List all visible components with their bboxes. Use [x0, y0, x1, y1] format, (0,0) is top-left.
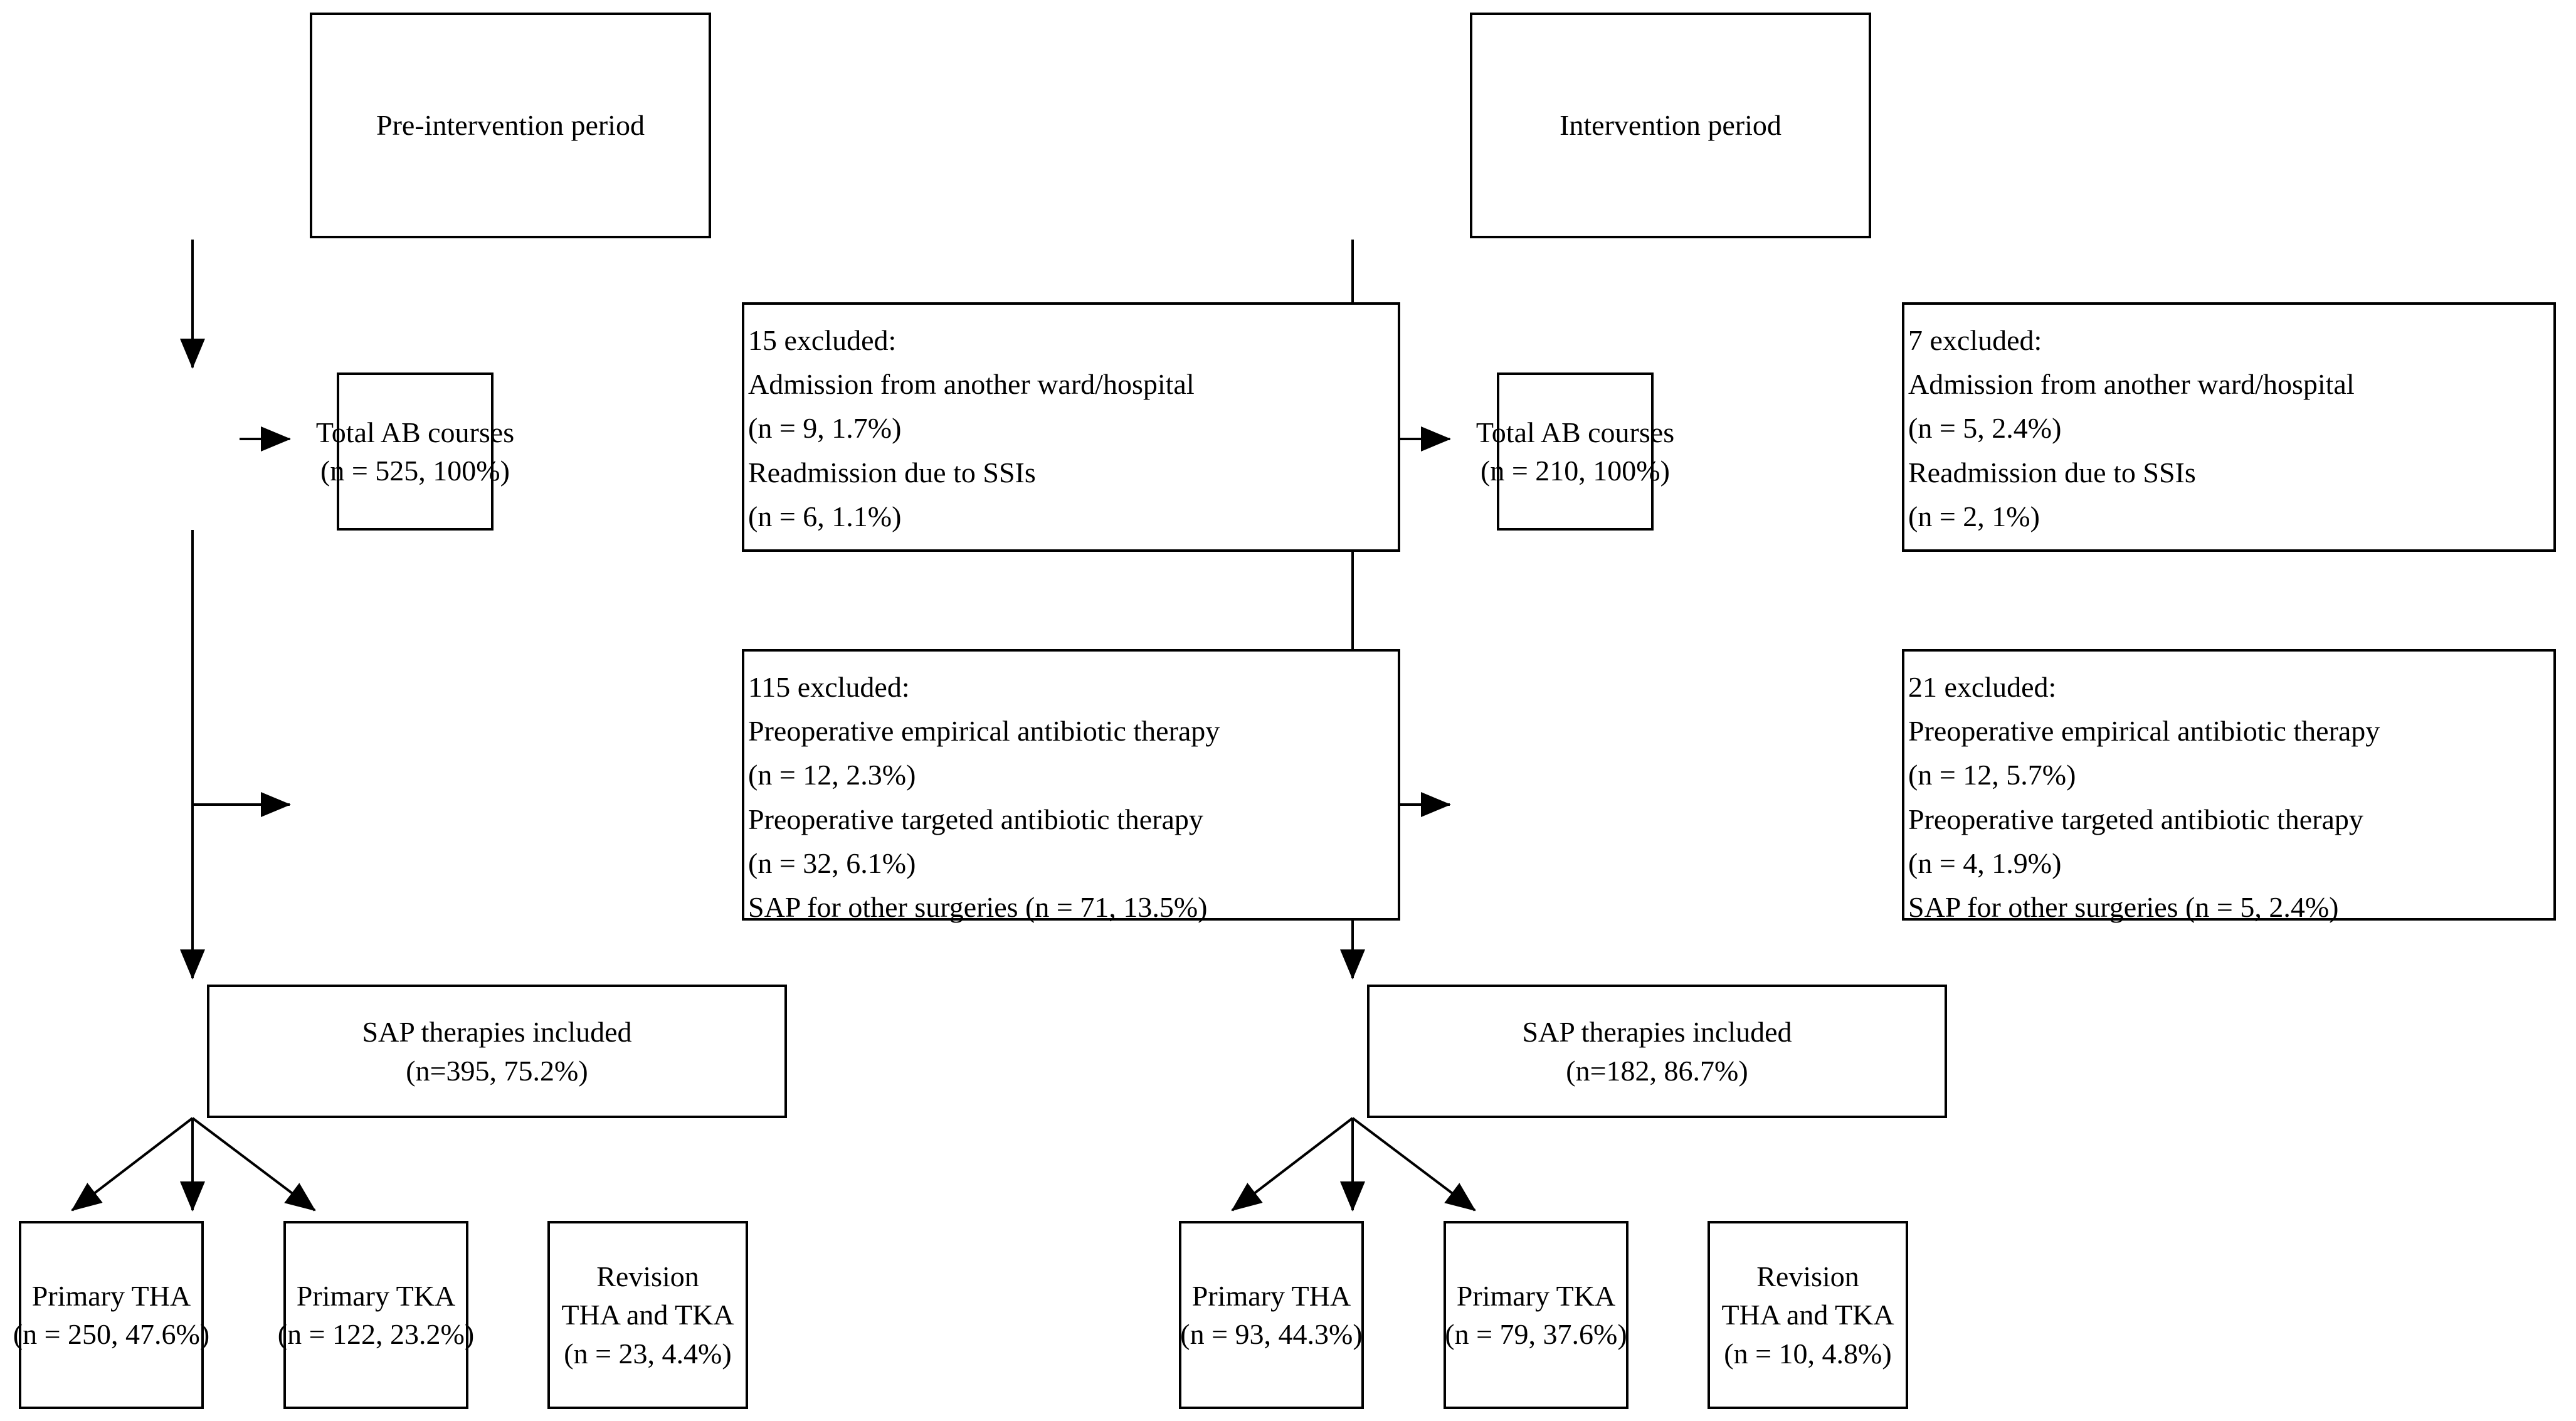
node-pre-total-ab-courses[interactable]: Total AB courses (n = 525, 100%)	[316, 372, 514, 531]
node-pre-sap-included[interactable]: SAP therapies included (n=395, 75.2%)	[207, 985, 787, 1118]
node-label-line: Pre-intervention period	[376, 109, 645, 142]
outcome-label: Primary TKA	[1456, 1279, 1616, 1312]
node-value-line: (n=395, 75.2%)	[406, 1054, 588, 1087]
outcome-label: Primary THA	[31, 1279, 191, 1312]
node-intervention-period[interactable]: Intervention period	[1470, 13, 1871, 238]
exclusion-count-1: (n = 12, 5.7%)	[1908, 759, 2076, 791]
exclusion-count-2: (n = 32, 6.1%)	[748, 847, 916, 879]
exclusion-count-1: (n = 12, 2.3%)	[748, 759, 916, 791]
exclusion-reason-1: Admission from another ward/hospital	[1908, 368, 2355, 401]
exclusion-header: 21 excluded:	[1908, 671, 2057, 703]
node-label-line: Total AB courses	[315, 416, 515, 448]
connector-int-included-to-tha	[1231, 1117, 1354, 1212]
node-pre-intervention-period[interactable]: Pre-intervention period	[310, 13, 711, 238]
exclusion-count-2: (n = 2, 1%)	[1908, 500, 2040, 532]
node-int-total-ab-courses[interactable]: Total AB courses (n = 210, 100%)	[1476, 372, 1674, 531]
outcome-label-2: THA and TKA	[1721, 1299, 1894, 1331]
exclusion-reason-2: Preoperative targeted antibiotic therapy	[1908, 803, 2363, 835]
node-label-line: Intervention period	[1560, 109, 1782, 142]
outcome-value: (n = 93, 44.3%)	[1180, 1318, 1363, 1350]
node-int-outcome-revision[interactable]: Revision THA and TKA (n = 10, 4.8%)	[1708, 1221, 1908, 1409]
outcome-label: Primary TKA	[296, 1279, 456, 1312]
node-pre-outcome-revision[interactable]: Revision THA and TKA (n = 23, 4.4%)	[547, 1221, 748, 1409]
outcome-value: (n = 79, 37.6%)	[1445, 1318, 1627, 1350]
exclusion-reason-1: Preoperative empirical antibiotic therap…	[748, 715, 1220, 747]
outcome-label-1: Revision	[1756, 1260, 1859, 1293]
connector-int-included-to-revision	[1351, 1117, 1476, 1212]
node-value-line: (n = 525, 100%)	[320, 455, 510, 487]
outcome-value: (n = 23, 4.4%)	[564, 1337, 732, 1370]
exclusion-reason-1: Preoperative empirical antibiotic therap…	[1908, 715, 2380, 747]
node-pre-outcome-primary-tka[interactable]: Primary TKA (n = 122, 23.2%)	[278, 1221, 474, 1409]
node-int-sap-included[interactable]: SAP therapies included (n=182, 86.7%)	[1367, 985, 1947, 1118]
exclusion-count-1: (n = 5, 2.4%)	[1908, 412, 2062, 445]
node-int-outcome-primary-tka[interactable]: Primary TKA (n = 79, 37.6%)	[1444, 1221, 1628, 1409]
node-label-line: Total AB courses	[1475, 416, 1675, 448]
exclusion-reason-2: Readmission due to SSIs	[1908, 456, 2196, 489]
outcome-label: Primary THA	[1191, 1279, 1351, 1312]
connector-pre-included-to-tha	[71, 1117, 194, 1212]
outcome-value: (n = 122, 23.2%)	[277, 1318, 475, 1350]
outcome-value: (n = 10, 4.8%)	[1724, 1337, 1892, 1370]
exclusion-header: 15 excluded:	[748, 324, 897, 356]
exclusion-count-1: (n = 9, 1.7%)	[748, 412, 902, 445]
node-value-line: (n = 210, 100%)	[1481, 455, 1670, 487]
exclusion-reason-3: SAP for other surgeries (n = 5, 2.4%)	[1908, 890, 2339, 923]
exclusion-count-2: (n = 4, 1.9%)	[1908, 847, 2062, 879]
outcome-label-1: Revision	[596, 1260, 699, 1293]
node-label-line: SAP therapies included	[362, 1016, 632, 1049]
node-label-line: SAP therapies included	[1522, 1016, 1792, 1049]
exclusion-header: 7 excluded:	[1908, 324, 2042, 356]
node-pre-outcome-primary-tha[interactable]: Primary THA (n = 250, 47.6%)	[13, 1221, 209, 1409]
node-int-exclusion-2[interactable]: 21 excluded: Preoperative empirical anti…	[1902, 649, 2556, 923]
exclusion-reason-2: Readmission due to SSIs	[748, 456, 1036, 489]
exclusion-reason-1: Admission from another ward/hospital	[748, 368, 1195, 401]
exclusion-count-2: (n = 6, 1.1%)	[748, 500, 902, 532]
node-int-exclusion-1[interactable]: 7 excluded: Admission from another ward/…	[1902, 302, 2556, 552]
node-pre-exclusion-2[interactable]: 115 excluded: Preoperative empirical ant…	[742, 649, 1400, 923]
outcome-value: (n = 250, 47.6%)	[13, 1318, 210, 1350]
node-pre-exclusion-1[interactable]: 15 excluded: Admission from another ward…	[742, 302, 1400, 552]
outcome-label-2: THA and TKA	[561, 1299, 734, 1331]
exclusion-header: 115 excluded:	[748, 671, 910, 703]
connector-pre-included-to-revision	[191, 1117, 316, 1212]
exclusion-reason-3: SAP for other surgeries (n = 71, 13.5%)	[748, 890, 1208, 923]
node-value-line: (n=182, 86.7%)	[1566, 1054, 1748, 1087]
node-int-outcome-primary-tha[interactable]: Primary THA (n = 93, 44.3%)	[1179, 1221, 1364, 1409]
exclusion-reason-2: Preoperative targeted antibiotic therapy	[748, 803, 1203, 835]
